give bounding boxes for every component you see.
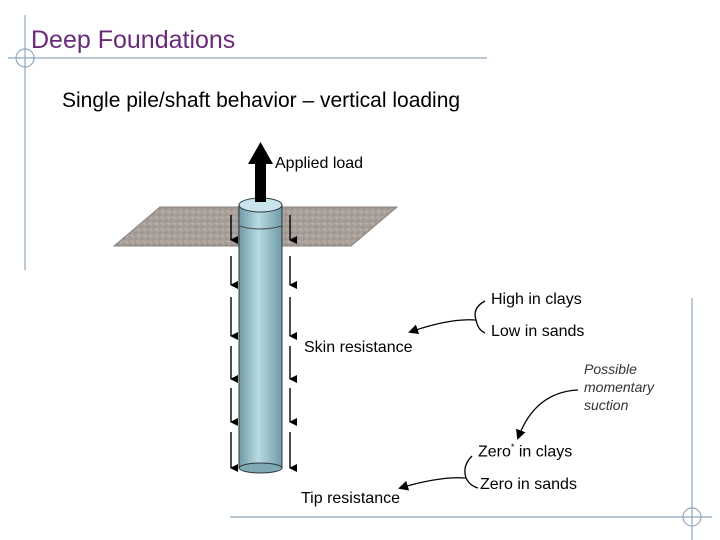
zero-in-sands-label: Zero in sands [480, 476, 577, 493]
low-in-sands-label: Low in sands [491, 323, 585, 340]
slide-frame [8, 15, 712, 540]
possible-suction-note: Possible momentary suction [584, 361, 655, 413]
suction-arrow [516, 389, 579, 440]
applied-load-arrow [248, 142, 273, 202]
tip-resistance-label: Tip resistance [301, 490, 400, 507]
pile-shaft [238, 197, 283, 474]
applied-load-label: Applied load [275, 155, 364, 172]
tip-arrow [398, 455, 473, 491]
zero-in-clays-label: Zero* in clays [478, 442, 572, 461]
skin-friction-arrows [230, 215, 297, 472]
zero-in-clays-prefix: Zero [478, 443, 511, 461]
page-title: Deep Foundations [31, 26, 236, 54]
callout-arrows [398, 300, 579, 491]
page-subtitle: Single pile/shaft behavior – vertical lo… [62, 89, 461, 112]
skin-high-arrow [408, 300, 486, 335]
high-in-clays-label: High in clays [491, 291, 582, 308]
zero-in-clays-suffix: in clays [514, 443, 573, 461]
tip-lower-arrow [465, 477, 479, 489]
skin-low-arrow [475, 319, 486, 334]
skin-resistance-label: Skin resistance [304, 339, 413, 356]
zero-in-clays-footnote-mark: * [510, 442, 515, 452]
